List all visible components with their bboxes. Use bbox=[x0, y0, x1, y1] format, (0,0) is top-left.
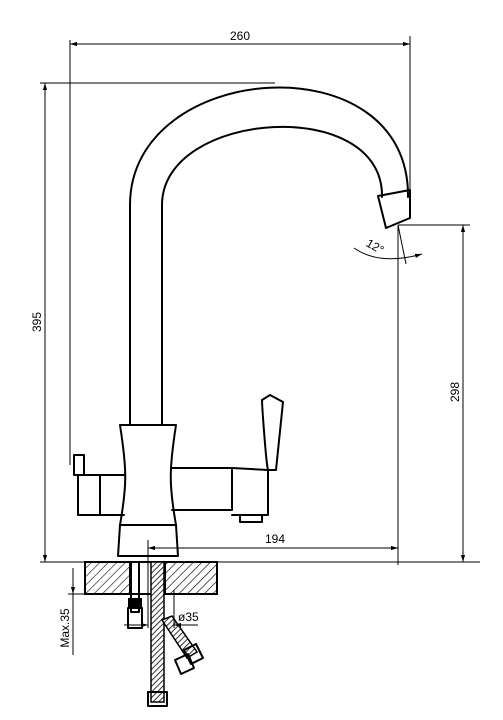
mounting-studs bbox=[127, 561, 143, 629]
left-side-handle bbox=[73, 454, 125, 516]
counter-thickness-label: Max.35 bbox=[58, 608, 72, 648]
spout-height-label: 298 bbox=[448, 382, 462, 402]
overall-width-dimension: 260 bbox=[69, 29, 411, 465]
spout-angle-dimension: 12° bbox=[353, 224, 423, 265]
spout-reach-label: 194 bbox=[265, 532, 285, 546]
spout-height-dimension: 298 bbox=[398, 224, 470, 562]
flexible-hoses bbox=[147, 561, 204, 707]
overall-width-label: 260 bbox=[230, 29, 250, 43]
overall-height-dimension: 395 bbox=[30, 82, 480, 563]
spout-angle-label: 12° bbox=[364, 236, 387, 257]
faucet-body bbox=[117, 424, 179, 557]
hole-diameter-dimension: ø35 bbox=[124, 540, 199, 628]
right-lever-handle bbox=[171, 394, 284, 523]
countertop-section bbox=[84, 561, 218, 595]
overall-height-label: 395 bbox=[30, 312, 44, 332]
spout-reach-dimension: 194 bbox=[148, 225, 399, 565]
faucet-spout bbox=[129, 86, 411, 426]
counter-thickness-dimension: Max.35 bbox=[58, 568, 85, 655]
hole-diameter-label: ø35 bbox=[178, 610, 199, 624]
